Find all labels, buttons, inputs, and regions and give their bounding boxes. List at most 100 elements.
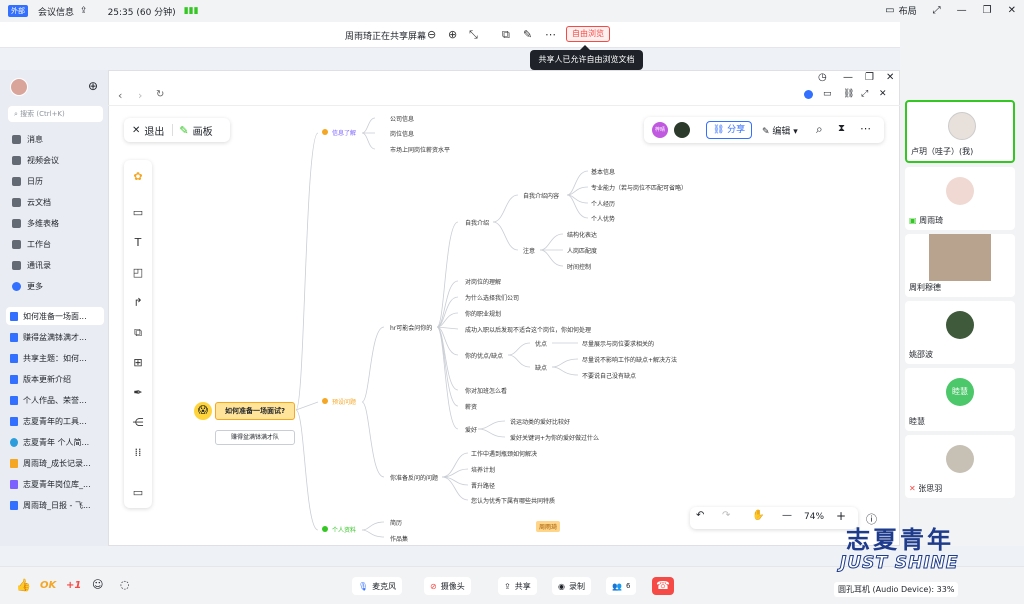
frame-icon[interactable]: ⧉ (134, 326, 142, 339)
restore-icon[interactable]: ❐ (982, 5, 992, 16)
nav-video-meeting[interactable]: 视频会议 (12, 155, 59, 166)
shapes-icon[interactable]: ✿ (133, 170, 143, 183)
mindmap-node[interactable]: 注意 (523, 248, 536, 255)
doc-item[interactable]: 志夏青年的工具... (10, 416, 104, 427)
mindmap-node[interactable]: 你的职业规划 (465, 311, 502, 318)
plus-one-reaction[interactable]: +1 (66, 580, 82, 591)
participant-tile[interactable]: 周利穆德 (905, 234, 1015, 297)
mindmap-node[interactable]: 你对加班怎么看 (465, 388, 508, 395)
record-button[interactable]: ◉录制 (552, 577, 591, 595)
nav-workplace[interactable]: 工作台 (12, 239, 51, 250)
participant-tile[interactable]: ▣ 周雨琦 (905, 167, 1015, 230)
more-icon[interactable]: ⋯ (860, 122, 871, 135)
participant-tile[interactable]: ✕ 张思羽 (905, 435, 1015, 498)
exit-button[interactable]: 退出 (144, 126, 165, 138)
zoom-out-icon[interactable]: — (782, 510, 792, 521)
mindmap-node[interactable]: 工作中遇到瓶颈如何解决 (471, 451, 538, 458)
mindmap-node[interactable]: hr可能会问你的 (390, 325, 433, 332)
nav-more[interactable]: 更多 (12, 281, 43, 292)
mindmap-node[interactable]: 岗位信息 (390, 131, 415, 138)
mindmap-node[interactable]: 爱好关键词+为你的爱好做过什么 (510, 435, 600, 442)
mindmap-node[interactable]: 公司信息 (390, 116, 415, 123)
layout-icon[interactable]: ▭ (885, 5, 895, 16)
participant-tile[interactable]: 姚邵波 (905, 301, 1015, 364)
emoji-icon[interactable]: ☺ (92, 578, 104, 591)
mindmap-node[interactable]: 对岗位的理解 (465, 279, 502, 286)
doc-item[interactable]: 志夏青年 个人简... (10, 437, 104, 448)
minimize-icon[interactable]: — (843, 72, 853, 83)
close-tab-icon[interactable]: ✕ (879, 89, 887, 99)
mindmap-node[interactable]: 自我介绍 (465, 220, 490, 227)
board-label[interactable]: 画板 (192, 126, 213, 138)
share-button[interactable]: ⛓ 分享 (706, 121, 752, 139)
help-icon[interactable]: ⓘ (866, 513, 877, 526)
mindmap-node[interactable]: 个人优势 (591, 216, 616, 223)
mindmap-node[interactable]: 基本信息 (591, 169, 616, 176)
mindmap-node[interactable]: 简历 (390, 520, 403, 527)
mindmap-node[interactable]: 市场上同岗位薪资水平 (390, 147, 451, 154)
mindmap-node[interactable]: 你的优点/缺点 (465, 353, 504, 360)
mic-button[interactable]: 🎙麦克风 (352, 577, 403, 595)
mindmap-node[interactable]: 尽量说不影响工作的缺点+解决方法 (582, 357, 678, 364)
back-icon[interactable]: ‹ (118, 89, 123, 102)
doc-item[interactable]: 赚得盆满钵满才... (10, 332, 104, 343)
mindmap-node[interactable]: 薪资 (465, 404, 478, 411)
history-icon[interactable]: ⧗ (838, 123, 846, 134)
mindmap-node[interactable]: 不要说自己没有缺点 (582, 373, 637, 380)
close-icon[interactable]: ✕ (1007, 5, 1016, 16)
forward-icon[interactable]: › (138, 89, 143, 102)
comment-icon[interactable]: ▭ (132, 486, 144, 499)
mindmap-node[interactable]: 作品集 (390, 536, 409, 543)
window-icon[interactable]: ▭ (823, 89, 832, 99)
mindmap-node[interactable]: 爱好 (465, 427, 478, 434)
mindmap-node[interactable]: 优点 (535, 341, 548, 348)
mindmap-node[interactable]: 为什么选择我们公司 (465, 295, 520, 302)
ok-reaction[interactable]: OK (40, 580, 57, 591)
participant-tile[interactable]: 睦慧 睦慧 (905, 368, 1015, 431)
close-icon[interactable]: ✕ (886, 72, 895, 83)
redo-icon[interactable]: ↷ (722, 510, 731, 521)
zoom-in-icon[interactable]: ⊕ (448, 28, 458, 41)
hang-up-button[interactable]: ☎ (652, 577, 674, 595)
link-icon[interactable]: ⛓ (843, 89, 855, 99)
free-browse-button[interactable]: 自由浏览 (566, 26, 610, 42)
participant-tile[interactable]: 卢玥（哇子）(我) (905, 100, 1015, 163)
table-icon[interactable]: ⊞ (133, 356, 143, 369)
mindmap-node[interactable]: 培养计划 (471, 467, 496, 474)
doc-item[interactable]: 志夏青年岗位库_... (10, 479, 104, 490)
nav-docs[interactable]: 云文档 (12, 197, 51, 208)
mindmap-node[interactable]: 尽量展示与岗位要求相关的 (582, 341, 655, 348)
minimize-icon[interactable]: — (956, 5, 967, 16)
mindmap-node[interactable]: 结构化表达 (567, 232, 598, 239)
mindmap-node[interactable]: 预设问题 (332, 399, 357, 406)
doc-item[interactable]: 如何准备一场面... (10, 311, 104, 322)
camera-button[interactable]: ⊘摄像头 (424, 577, 471, 595)
mindmap-node[interactable]: 晋升路径 (471, 483, 496, 490)
fit-screen-icon[interactable]: ⤡ (469, 28, 478, 41)
mindmap-node[interactable]: 说运动类的爱好比较好 (510, 419, 571, 426)
mindmap-root-note[interactable]: 赚得盆满钵满才队 (215, 430, 295, 445)
mindmap-icon[interactable]: ⋲ (132, 416, 144, 429)
nav-base[interactable]: 多维表格 (12, 218, 59, 229)
mindmap-node[interactable]: 人岗匹配度 (567, 248, 598, 255)
popout-icon[interactable]: ⧉ (502, 28, 510, 41)
fullscreen-icon[interactable]: ⤢ (932, 5, 941, 16)
nav-contacts[interactable]: 通讯录 (12, 260, 51, 271)
zoom-in-icon[interactable]: + (836, 509, 847, 523)
share-link-icon[interactable]: ⇪ (80, 6, 88, 16)
doc-item[interactable]: 个人作品、荣誉... (10, 395, 104, 406)
close-icon[interactable]: ✕ (132, 124, 141, 136)
nav-calendar[interactable]: 日历 (12, 176, 43, 187)
doc-item[interactable]: 周雨琦_日报 - 飞... (10, 500, 104, 511)
mindmap-node[interactable]: 你准备反问的问题 (390, 475, 439, 482)
sticky-note-icon[interactable]: ◰ (132, 266, 144, 279)
search-icon[interactable]: ⌕ (816, 122, 823, 136)
meeting-info-link[interactable]: 会议信息 (38, 7, 75, 18)
rectangle-icon[interactable]: ▭ (132, 206, 144, 219)
collaborator-avatar[interactable] (674, 122, 690, 138)
annotate-icon[interactable]: ✎ (523, 28, 533, 41)
text-icon[interactable]: T (134, 236, 142, 249)
mindmap-root[interactable]: 如何准备一场面试? (215, 402, 295, 420)
participants-button[interactable]: 👥6 (606, 577, 637, 595)
nav-messages[interactable]: 消息 (12, 134, 43, 145)
